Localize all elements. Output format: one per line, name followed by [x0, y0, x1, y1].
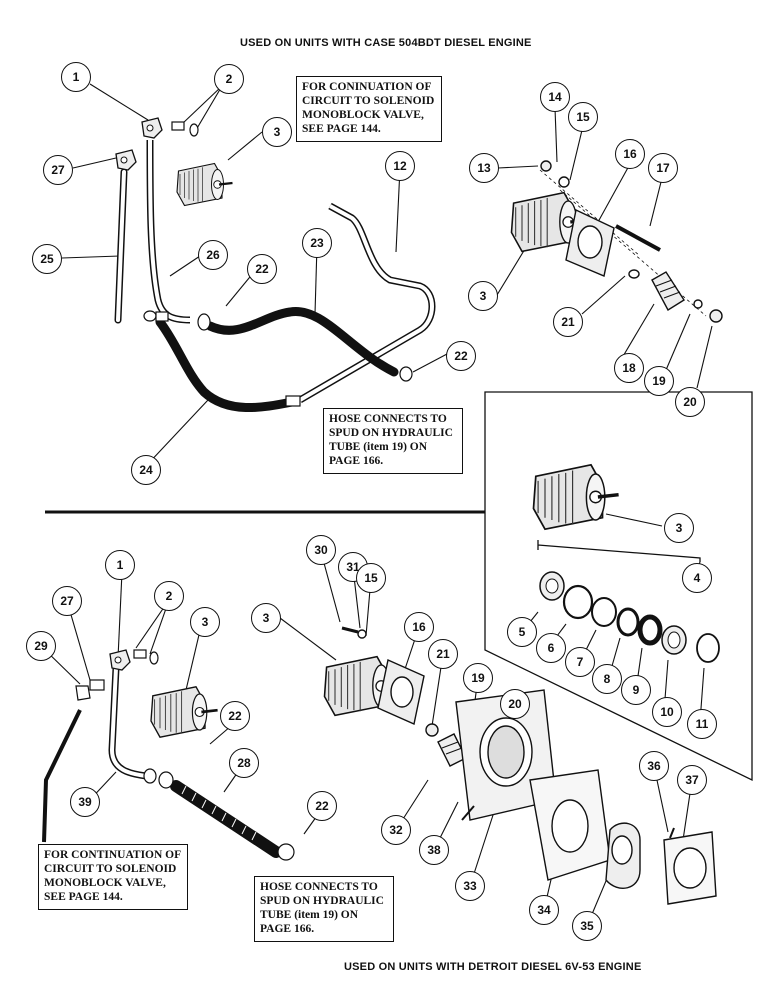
note-line: HOSE CONNECTS TO [329, 413, 447, 425]
callout-3: 3 [262, 117, 292, 147]
callout-27: 27 [43, 155, 73, 185]
callout-19: 19 [463, 663, 493, 693]
callout-3: 3 [468, 281, 498, 311]
note-line: MONOBLOCK VALVE, [44, 877, 166, 889]
note-line: PAGE 166. [260, 923, 315, 935]
callout-13: 13 [469, 153, 499, 183]
callout-16: 16 [615, 139, 645, 169]
note-line: FOR CONINUATION OF [302, 81, 432, 93]
callout-1: 1 [61, 62, 91, 92]
callout-12: 12 [385, 151, 415, 181]
bottom-engine-caption: USED ON UNITS WITH DETROIT DIESEL 6V-53 … [344, 961, 642, 973]
bottom-hose-note: HOSE CONNECTS TO SPUD ON HYDRAULIC TUBE … [254, 876, 394, 942]
callout-37: 37 [677, 765, 707, 795]
callout-21: 21 [553, 307, 583, 337]
callout-1: 1 [105, 550, 135, 580]
callout-2: 2 [154, 581, 184, 611]
callout-15: 15 [356, 563, 386, 593]
top-engine-caption: USED ON UNITS WITH CASE 504BDT DIESEL EN… [240, 37, 532, 49]
callout-21: 21 [428, 639, 458, 669]
note-line: SEE PAGE 144. [302, 123, 381, 135]
callout-22: 22 [247, 254, 277, 284]
callout-2: 2 [214, 64, 244, 94]
callout-27: 27 [52, 586, 82, 616]
callout-9: 9 [621, 675, 651, 705]
top-continuation-note: FOR CONINUATION OF CIRCUIT TO SOLENOID M… [296, 76, 442, 142]
callout-6: 6 [536, 633, 566, 663]
callout-29: 29 [26, 631, 56, 661]
callout-35: 35 [572, 911, 602, 941]
callout-5: 5 [507, 617, 537, 647]
callout-36: 36 [639, 751, 669, 781]
callout-17: 17 [648, 153, 678, 183]
bottom-continuation-note: FOR CONTINUATION OF CIRCUIT TO SOLENOID … [38, 844, 188, 910]
callout-19: 19 [644, 366, 674, 396]
note-line: TUBE (item 19) ON [329, 441, 428, 453]
note-line: CIRCUIT TO SOLENOID [44, 863, 177, 875]
callout-4: 4 [682, 563, 712, 593]
callout-14: 14 [540, 82, 570, 112]
callout-23: 23 [302, 228, 332, 258]
callout-22: 22 [307, 791, 337, 821]
callout-20: 20 [500, 689, 530, 719]
note-line: FOR CONTINUATION OF [44, 849, 182, 861]
callout-3: 3 [251, 603, 281, 633]
callout-10: 10 [652, 697, 682, 727]
callout-22: 22 [220, 701, 250, 731]
callout-32: 32 [381, 815, 411, 845]
callout-38: 38 [419, 835, 449, 865]
note-line: CIRCUIT TO SOLENOID [302, 95, 435, 107]
callout-33: 33 [455, 871, 485, 901]
note-line: SPUD ON HYDRAULIC [260, 895, 384, 907]
note-line: SEE PAGE 144. [44, 891, 123, 903]
callout-11: 11 [687, 709, 717, 739]
callout-18: 18 [614, 353, 644, 383]
callout-20: 20 [675, 387, 705, 417]
callout-26: 26 [198, 240, 228, 270]
callout-24: 24 [131, 455, 161, 485]
callout-39: 39 [70, 787, 100, 817]
callout-34: 34 [529, 895, 559, 925]
callout-3: 3 [190, 607, 220, 637]
callout-22: 22 [446, 341, 476, 371]
note-line: PAGE 166. [329, 455, 384, 467]
callout-15: 15 [568, 102, 598, 132]
callout-7: 7 [565, 647, 595, 677]
note-line: MONOBLOCK VALVE, [302, 109, 424, 121]
note-line: SPUD ON HYDRAULIC [329, 427, 453, 439]
callout-16: 16 [404, 612, 434, 642]
note-line: HOSE CONNECTS TO [260, 881, 378, 893]
note-line: TUBE (item 19) ON [260, 909, 359, 921]
callout-25: 25 [32, 244, 62, 274]
callout-28: 28 [229, 748, 259, 778]
top-hose-note: HOSE CONNECTS TO SPUD ON HYDRAULIC TUBE … [323, 408, 463, 474]
callout-30: 30 [306, 535, 336, 565]
callout-8: 8 [592, 664, 622, 694]
callout-3: 3 [664, 513, 694, 543]
